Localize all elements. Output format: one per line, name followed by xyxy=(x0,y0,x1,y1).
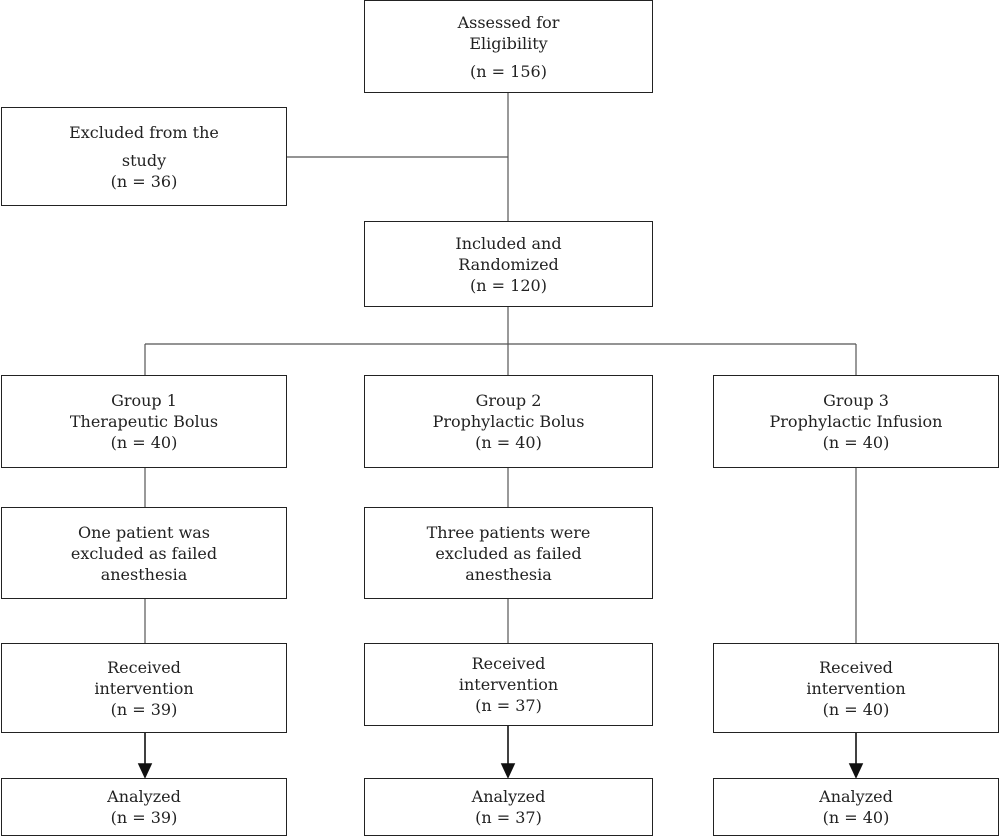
group2-received-count: (n = 37) xyxy=(475,696,542,715)
group2-analyzed-count: (n = 37) xyxy=(475,808,542,827)
group1-title-line2: Therapeutic Bolus xyxy=(69,412,219,431)
group1-dropout-line2: excluded as failed xyxy=(70,543,218,563)
group1-analyzed-label: Analyzed xyxy=(107,787,181,806)
group3-title-line2: Prophylactic Infusion xyxy=(769,412,943,431)
group3-received-box: Received intervention (n = 40) xyxy=(713,643,999,733)
excluded-count: (n = 36) xyxy=(110,171,178,191)
arrow-head-group3 xyxy=(848,763,864,779)
group3-box: Group 3 Prophylactic Infusion (n = 40) xyxy=(713,375,999,468)
group1-received-count: (n = 39) xyxy=(110,699,178,719)
group2-title-line1: Group 2 xyxy=(475,391,542,410)
group2-received-box: Received intervention (n = 37) xyxy=(364,643,653,726)
group2-dropout-line1: Three patients were xyxy=(426,522,591,542)
group1-count: (n = 40) xyxy=(110,433,178,452)
assessed-count: (n = 156) xyxy=(470,61,547,81)
group2-dropout-line2: excluded as failed xyxy=(435,543,582,563)
group1-analyzed-box: Analyzed (n = 39) xyxy=(1,778,287,836)
group3-analyzed-label: Analyzed xyxy=(819,787,893,806)
included-box: Included and Randomized (n = 120) xyxy=(364,221,653,307)
group1-analyzed-count: (n = 39) xyxy=(110,808,178,827)
group3-received-line1: Received xyxy=(819,657,893,677)
group3-title-line1: Group 3 xyxy=(823,391,889,410)
group2-received-line1: Received xyxy=(471,654,546,673)
group3-received-count: (n = 40) xyxy=(822,699,890,719)
group1-dropout-line1: One patient was xyxy=(77,522,211,542)
assessed-label-line2: Eligibility xyxy=(469,33,548,53)
group2-received-line2: intervention xyxy=(458,675,559,694)
included-label-line1: Included and xyxy=(455,233,562,253)
group2-title-line2: Prophylactic Bolus xyxy=(432,412,585,431)
assessed-label-line1: Assessed for xyxy=(457,12,560,32)
group1-received-line1: Received xyxy=(107,657,181,677)
group1-dropout-box: One patient was excluded as failed anest… xyxy=(1,507,287,599)
excluded-box: Excluded from the study (n = 36) xyxy=(1,107,287,206)
excluded-label-line1: Excluded from the xyxy=(69,122,219,142)
group2-analyzed-label: Analyzed xyxy=(471,787,546,806)
assessed-box: Assessed for Eligibility (n = 156) xyxy=(364,0,653,93)
group2-analyzed-box: Analyzed (n = 37) xyxy=(364,778,653,836)
group3-analyzed-count: (n = 40) xyxy=(822,808,890,827)
group1-received-line2: intervention xyxy=(94,678,194,698)
group3-analyzed-box: Analyzed (n = 40) xyxy=(713,778,999,836)
group1-title-line1: Group 1 xyxy=(111,391,177,410)
group2-dropout-box: Three patients were excluded as failed a… xyxy=(364,507,653,599)
arrow-head-group1 xyxy=(137,763,153,779)
included-label-line2: Randomized xyxy=(458,254,559,274)
group2-box: Group 2 Prophylactic Bolus (n = 40) xyxy=(364,375,653,468)
group1-dropout-line3: anesthesia xyxy=(100,564,188,584)
included-count: (n = 120) xyxy=(470,275,547,295)
excluded-label-line2: study xyxy=(121,150,167,170)
group3-count: (n = 40) xyxy=(822,433,890,452)
group1-received-box: Received intervention (n = 39) xyxy=(1,643,287,733)
arrow-head-group2 xyxy=(500,763,516,779)
group1-box: Group 1 Therapeutic Bolus (n = 40) xyxy=(1,375,287,468)
group2-count: (n = 40) xyxy=(475,433,542,452)
group2-dropout-line3: anesthesia xyxy=(465,564,552,584)
group3-received-line2: intervention xyxy=(806,678,906,698)
